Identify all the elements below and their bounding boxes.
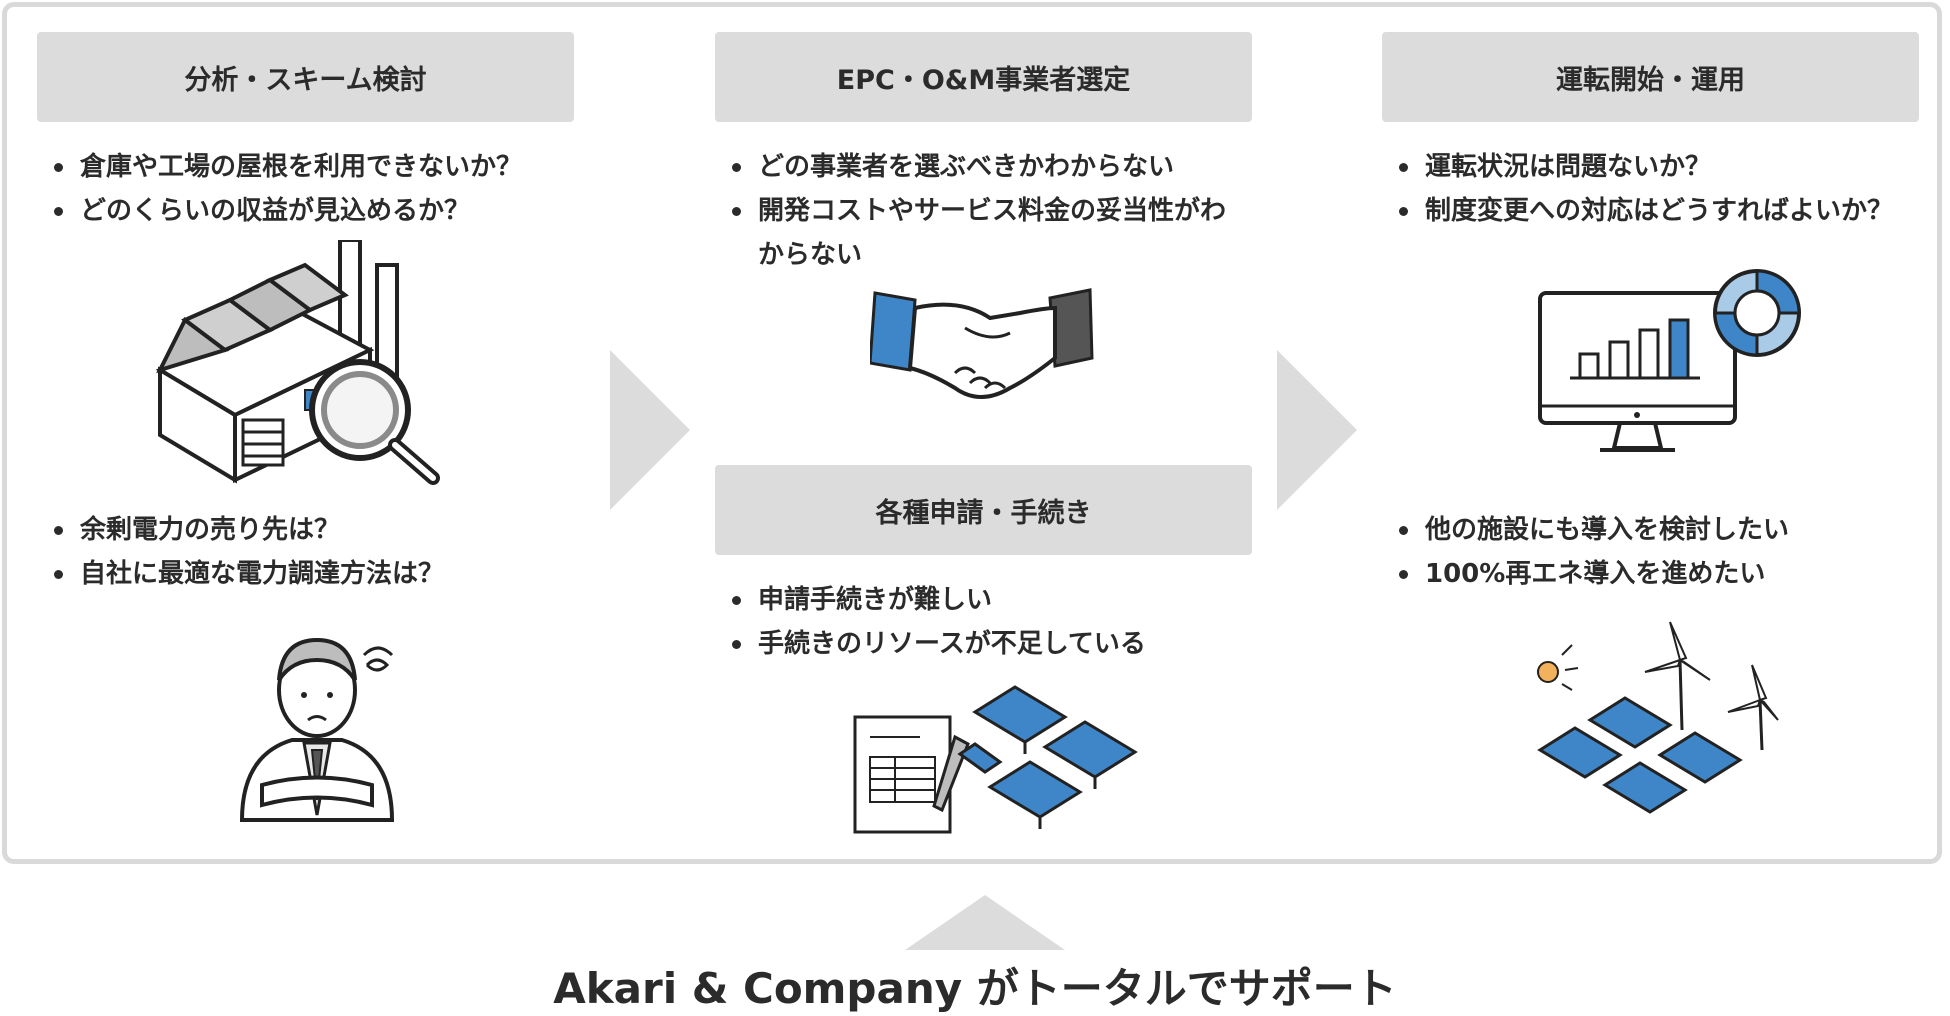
worried-person-icon <box>239 637 395 822</box>
list-item: 他の施設にも導入を検討したい <box>1393 508 1913 552</box>
document-pen-icon <box>853 715 970 834</box>
stage3-bottom-list: 他の施設にも導入を検討したい 100%再エネ導入を進めたい <box>1393 508 1913 596</box>
stage1-top-list: 倉庫や工場の屋根を利用できないか？ どのくらいの収益が見込めるか？ <box>48 145 608 233</box>
list-item: 申請手続きが難しい <box>726 578 1251 622</box>
list-item: 自社に最適な電力調達方法は？ <box>48 552 608 596</box>
stage-header-analysis: 分析・スキーム検討 <box>37 32 574 122</box>
list-item: どの事業者を選ぶべきかわからない <box>726 145 1251 189</box>
stage2-top-list: どの事業者を選ぶべきかわからない 開発コストやサービス料金の妥当性がわからない <box>726 145 1251 277</box>
solar-panel-icon <box>853 685 1138 834</box>
chevron-right-icon <box>610 350 690 510</box>
list-item: 開発コストやサービス料金の妥当性がわからない <box>726 189 1251 277</box>
stage-header-operation: 運転開始・運用 <box>1382 32 1919 122</box>
stage-header-application: 各種申請・手続き <box>715 465 1252 555</box>
stage2-bottom-list: 申請手続きが難しい 手続きのリソースが不足している <box>726 578 1251 666</box>
renewable-energy-icon <box>1537 621 1779 814</box>
list-item: 余剰電力の売り先は？ <box>48 508 608 552</box>
monitor-chart-icon <box>1538 269 1801 452</box>
list-item: 手続きのリソースが不足している <box>726 622 1251 666</box>
factory-icon <box>155 240 440 485</box>
content-frame <box>2 2 1942 864</box>
stage3-top-list: 運転状況は問題ないか？ 制度変更への対応はどうすればよいか？ <box>1393 145 1913 233</box>
support-tagline: Akari & Company がトータルでサポート <box>553 964 1397 1013</box>
sun-icon <box>1537 644 1579 691</box>
list-item: どのくらいの収益が見込めるか？ <box>48 189 608 233</box>
stage1-bottom-list: 余剰電力の売り先は？ 自社に最適な電力調達方法は？ <box>48 508 608 596</box>
donut-chart-icon <box>1713 269 1801 357</box>
stage-header-epc: EPC・O&M事業者選定 <box>715 32 1252 122</box>
list-item: 制度変更への対応はどうすればよいか？ <box>1393 189 1913 233</box>
wind-turbine-icon <box>1644 621 1779 751</box>
handshake-icon <box>870 288 1094 399</box>
chevron-up-icon <box>905 895 1065 950</box>
chevron-right-icon <box>1277 350 1357 510</box>
magnifier-icon <box>309 359 440 485</box>
list-item: 運転状況は問題ないか？ <box>1393 145 1913 189</box>
list-item: 100%再エネ導入を進めたい <box>1393 552 1913 596</box>
list-item: 倉庫や工場の屋根を利用できないか？ <box>48 145 608 189</box>
